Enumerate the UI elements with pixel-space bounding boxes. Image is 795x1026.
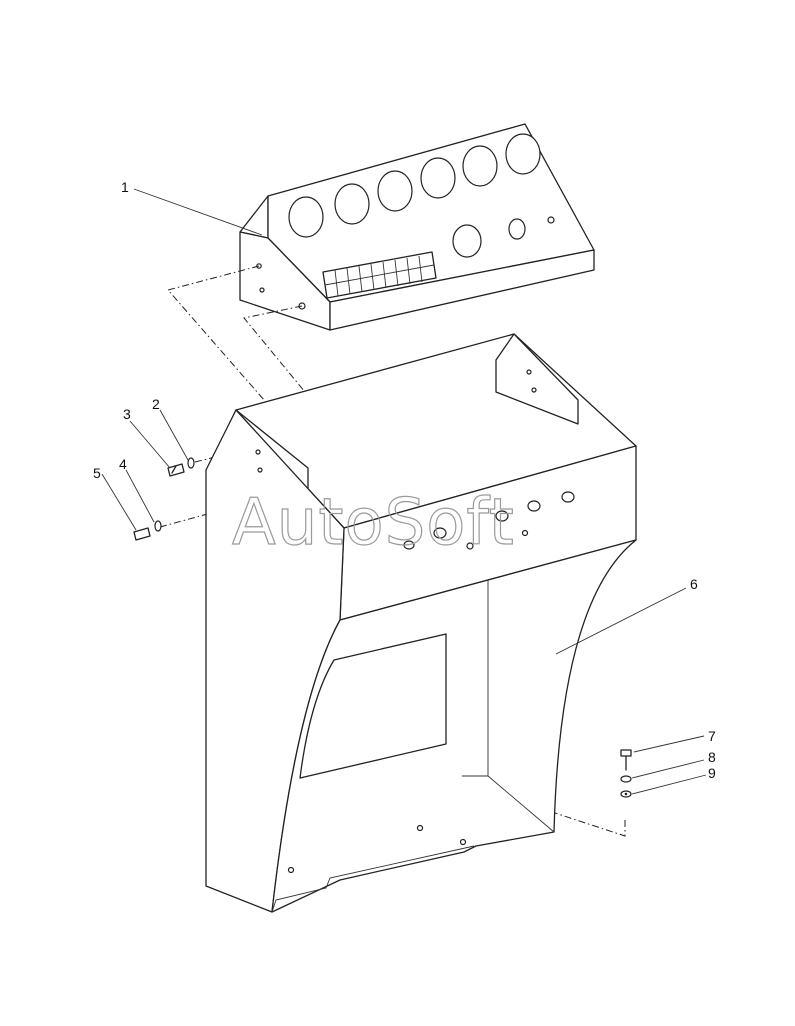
- callout-9: 9: [708, 765, 716, 781]
- callout-8: 8: [708, 749, 716, 765]
- callout-5: 5: [93, 465, 101, 481]
- callout-labels: 1 2 3 4 5 6 7 8 9: [93, 179, 716, 781]
- callout-6: 6: [690, 576, 698, 592]
- callout-1: 1: [121, 179, 129, 195]
- callout-3: 3: [123, 406, 131, 422]
- watermark-text: AutoSoft: [232, 486, 515, 560]
- callout-2: 2: [152, 396, 160, 412]
- housing-part-6: [205, 333, 637, 913]
- leader-lines: [101, 188, 707, 795]
- callout-4: 4: [119, 456, 127, 472]
- callout-7: 7: [708, 728, 716, 744]
- instrument-panel-part-1: [239, 123, 595, 331]
- fasteners: [133, 457, 632, 798]
